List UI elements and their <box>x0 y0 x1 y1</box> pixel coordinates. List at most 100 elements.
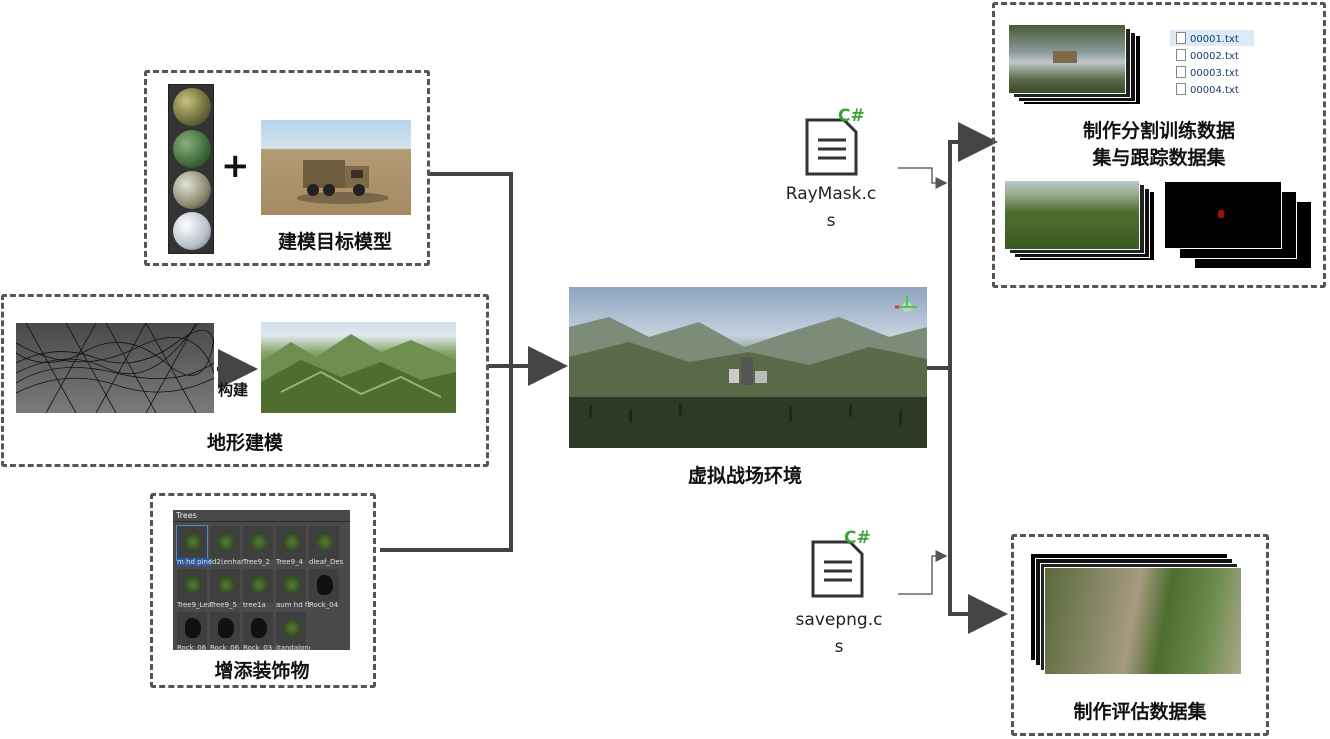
tree-asset-thumbnail[interactable] <box>309 526 339 560</box>
wireframe-mesh <box>16 323 214 413</box>
csharp-file-icon <box>811 540 864 598</box>
battlefield-scene <box>569 295 927 448</box>
material-ball-1 <box>173 88 211 126</box>
file-item: 00002.txt <box>1176 49 1239 62</box>
savepng-name-line2: s <box>834 637 844 657</box>
tree-asset-label: aum hd fb <box>276 601 310 609</box>
tree-icon <box>251 575 267 595</box>
tree-asset-label: dleaf_Desl <box>309 558 343 566</box>
training-dataset-label: 制作分割训练数据 集与跟踪数据集 <box>1070 118 1248 172</box>
tree-asset-thumbnail[interactable] <box>243 526 273 560</box>
eval-dataset-label: 制作评估数据集 <box>1073 701 1207 723</box>
raymask-csharp-badge: C# <box>838 106 865 126</box>
battlefield-label: 虚拟战场环境 <box>687 465 802 487</box>
tree-asset-label: Rock_04 <box>309 601 339 609</box>
tree-asset-thumbnail[interactable] <box>243 569 273 603</box>
tracking-frame-top <box>1008 24 1126 94</box>
file-icon <box>1176 32 1186 44</box>
tree-asset-thumbnail[interactable] <box>276 612 306 646</box>
material-ball-3 <box>173 171 211 209</box>
file-icon <box>1176 83 1186 95</box>
trees-panel-title: Trees <box>176 511 197 520</box>
tree-asset-label: itandalone <box>276 644 310 652</box>
raymask-script-icon: C# <box>804 106 866 182</box>
mask-frame <box>1164 181 1282 249</box>
file-item: 00003.txt <box>1176 66 1239 79</box>
tree-asset-label: Tree9_5 <box>210 601 237 609</box>
truck-model-image <box>261 120 411 215</box>
battlefield-image <box>569 287 927 448</box>
tree-asset-label: m hd pine <box>177 558 211 566</box>
tree-asset-label: Tree9_Leaf <box>177 601 211 609</box>
tree-asset-thumbnail[interactable] <box>177 569 207 603</box>
target-model-box <box>144 70 430 266</box>
tree-asset-thumbnail[interactable] <box>210 526 240 560</box>
training-label-line2: 集与跟踪数据集 <box>1092 147 1226 169</box>
mountain-render <box>261 334 456 413</box>
tree-asset-thumbnail[interactable] <box>210 612 240 646</box>
tree-asset-label: ld2(enhar <box>210 558 244 566</box>
tree-asset-label: Rock_03 <box>243 644 273 652</box>
csharp-file-icon <box>805 118 858 176</box>
raymask-name-line2: s <box>826 211 836 231</box>
truck-thumbnail <box>1053 51 1077 63</box>
raymask-script-name: RayMask.c s <box>772 181 890 235</box>
savepng-name-line1: savepng.c <box>795 610 883 630</box>
file-name: 00001.txt <box>1190 34 1239 45</box>
segmentation-images-stack <box>1004 180 1154 262</box>
mask-images-stack <box>1164 181 1314 269</box>
terrain-wireframe-image <box>16 323 214 413</box>
file-item: 00001.txt <box>1176 32 1239 45</box>
file-name: 00002.txt <box>1190 51 1239 62</box>
construct-label: 构建 <box>218 381 249 399</box>
truck-icon <box>297 160 389 204</box>
tree-icon <box>185 532 201 552</box>
eval-aerial-frame <box>1044 567 1242 675</box>
rock-icon <box>185 618 201 638</box>
file-name: 00004.txt <box>1190 85 1239 96</box>
tree-icon <box>185 575 201 595</box>
file-icon <box>1176 66 1186 78</box>
tree-asset-label: Tree9_4 <box>276 558 303 566</box>
file-name: 00003.txt <box>1190 68 1239 79</box>
savepng-csharp-badge: C# <box>844 528 871 548</box>
gizmo-icon <box>895 295 917 312</box>
file-icon <box>1176 49 1186 61</box>
mask-target-blob <box>1218 210 1224 218</box>
rock-icon <box>218 618 234 638</box>
file-list: 00001.txt 00002.txt 00003.txt 00004.txt <box>1170 30 1254 102</box>
tree-asset-thumbnail[interactable] <box>177 612 207 646</box>
decorations-label: 增添装饰物 <box>214 660 310 682</box>
target-model-label: 建模目标模型 <box>277 231 392 253</box>
tree-icon <box>218 532 234 552</box>
tree-asset-thumbnail[interactable] <box>243 612 273 646</box>
savepng-script-name: savepng.c s <box>780 607 898 661</box>
tree-icon <box>317 532 333 552</box>
material-ball-4 <box>173 212 211 250</box>
training-label-line1: 制作分割训练数据 <box>1082 120 1235 142</box>
plus-sign: + <box>221 146 250 186</box>
tree-asset-label: Rock_06 <box>210 644 240 652</box>
terrain-label: 地形建模 <box>206 432 283 454</box>
eval-images-stack <box>1030 553 1245 681</box>
rock-icon <box>317 575 333 595</box>
savepng-script-icon: C# <box>810 528 872 604</box>
tree-asset-thumbnail[interactable] <box>176 525 208 561</box>
tree-icon <box>218 575 234 595</box>
segmentation-rgb-frame <box>1004 180 1140 250</box>
decorations-box <box>150 493 376 688</box>
tree-asset-thumbnail[interactable] <box>210 569 240 603</box>
tree-icon <box>284 618 300 638</box>
tree-icon <box>284 532 300 552</box>
tree-asset-thumbnail[interactable] <box>309 569 339 603</box>
rock-icon <box>251 618 267 638</box>
tree-asset-thumbnail[interactable] <box>276 569 306 603</box>
tree-asset-label: Tree9_2 <box>243 558 270 566</box>
terrain-rendered-image <box>261 322 456 413</box>
tree-asset-label: tree1a <box>243 601 266 609</box>
material-ball-2 <box>173 130 211 168</box>
training-dataset-box <box>992 2 1326 288</box>
tree-asset-thumbnail[interactable] <box>276 526 306 560</box>
